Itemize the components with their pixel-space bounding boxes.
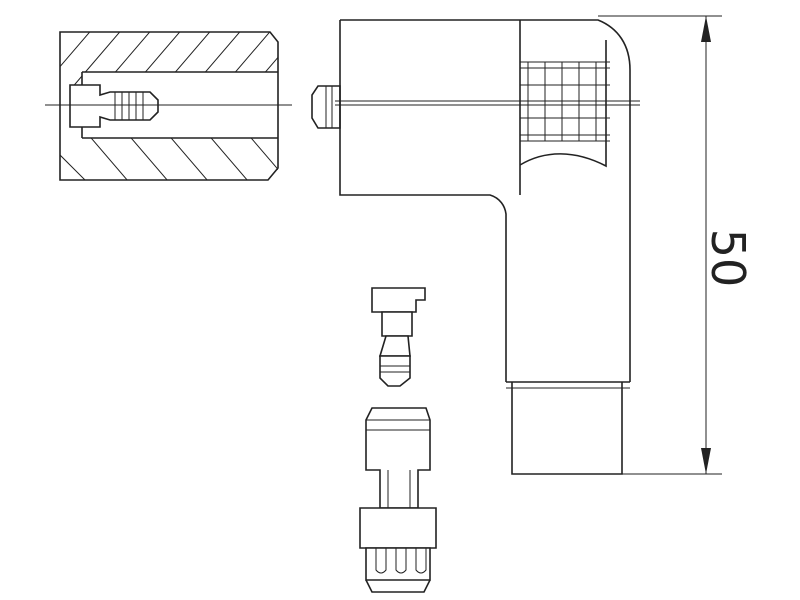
dimension-50: 50 [598,15,755,475]
arrow-up-icon [701,16,711,42]
connector-sleeve [359,407,437,593]
angled-plug-body [311,19,640,475]
cap-section-view [45,31,292,181]
arrow-down-icon [701,448,711,474]
dimension-label: 50 [701,229,755,288]
terminal-pin [371,287,426,387]
